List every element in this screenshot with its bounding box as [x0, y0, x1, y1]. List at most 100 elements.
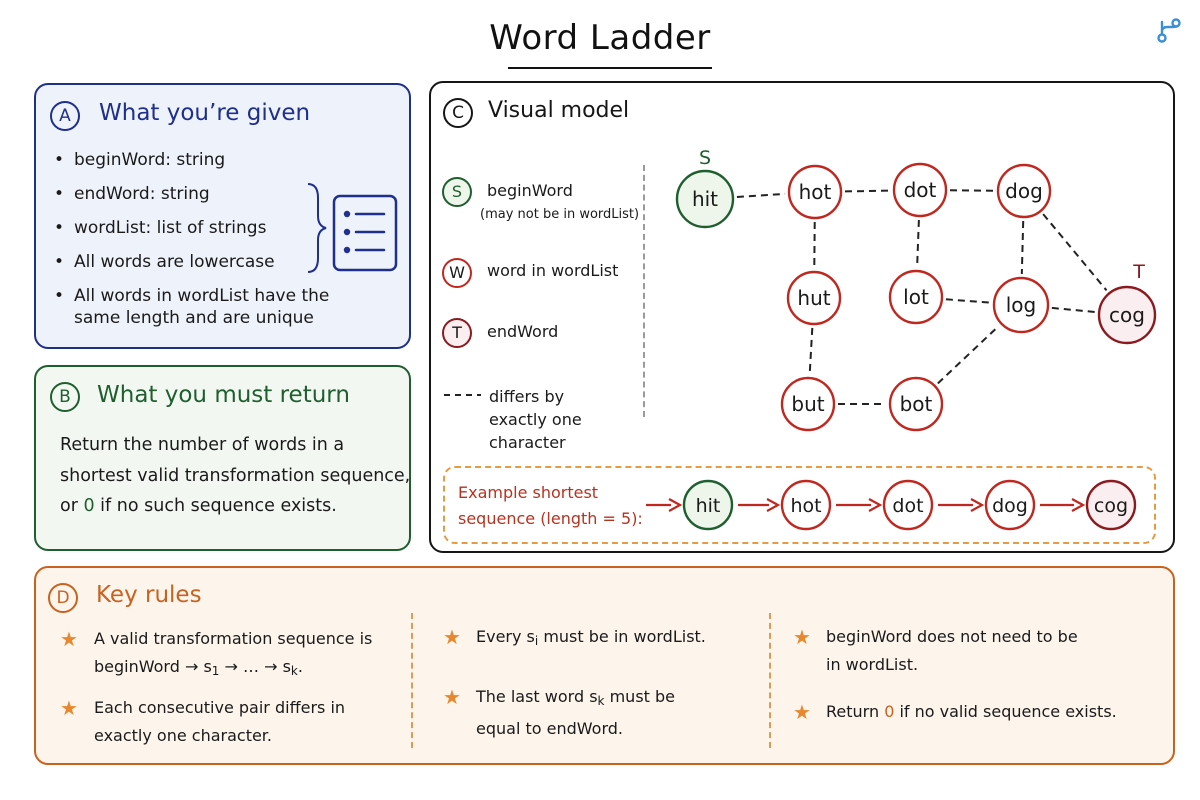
example-node-circle: [984, 479, 1036, 531]
return-description: Return the number of words in a shortest…: [60, 430, 410, 522]
legend-edge-line: exactly one: [489, 410, 582, 429]
graph-node-label: log: [1006, 293, 1037, 317]
subscript: i: [534, 634, 539, 648]
rule-text: The last word s: [476, 687, 598, 706]
list-item-line: same length and are unique: [74, 308, 314, 328]
example-node-label: cog: [1094, 495, 1128, 517]
graph-edge-dog-log: [1020, 220, 1025, 275]
rule-text: Every s: [476, 627, 535, 646]
visual-model-heading: Visual model: [488, 98, 630, 123]
list-item: wordList: list of strings: [52, 217, 329, 239]
rule-line: beginWord does not need to be: [826, 627, 1078, 646]
graph-node-label: hut: [797, 286, 830, 310]
subscript: k: [290, 664, 298, 678]
rule-text: beginWord → s: [94, 657, 212, 676]
graph-node-label: hot: [799, 180, 832, 204]
badge-d: D: [48, 583, 78, 613]
graph-edge-hot-dot: [844, 189, 891, 193]
example-node-circle: [882, 479, 934, 531]
example-node-circle: [682, 479, 734, 531]
graph-node-circle: [780, 376, 836, 432]
legend-word-marker: W: [442, 258, 472, 288]
rule-item: Return 0 if no valid sequence exists.: [826, 698, 1117, 726]
title-underline: [508, 67, 712, 69]
legend-end-label: endWord: [487, 322, 559, 341]
graph-edge-hit-hot: [736, 192, 786, 198]
graph-node-dot: dot: [892, 162, 948, 218]
rule-text: if no valid sequence exists.: [894, 702, 1117, 721]
return-heading: What you must return: [97, 382, 350, 408]
star-icon: ★: [443, 685, 461, 709]
graph-node-hit: hit: [675, 169, 735, 229]
list-icon: [307, 183, 398, 273]
example-node-dog: dog: [984, 479, 1036, 531]
example-node-label: hot: [790, 495, 821, 517]
graph-node-label: but: [791, 392, 824, 416]
badge-b: B: [50, 382, 80, 412]
return-line: or 0 if no such sequence exists.: [60, 491, 410, 522]
graph-node-lot: lot: [888, 269, 944, 325]
graph-node-circle: [888, 269, 944, 325]
rule-text: .: [297, 657, 303, 676]
graph-node-dog: dog: [996, 163, 1052, 219]
list-item-line: All words in wordList have the: [74, 286, 330, 306]
graph-node-circle: [888, 376, 944, 432]
legend-edge-label: differs by exactly one character: [489, 385, 582, 454]
branch-logo-icon: [1157, 18, 1181, 43]
example-node-label: hit: [696, 495, 721, 517]
return-text: if no such sequence exists.: [94, 496, 337, 516]
rule-text: must be: [604, 687, 676, 706]
graph-node-label: cog: [1109, 303, 1145, 327]
page-title: Word Ladder: [489, 18, 711, 58]
key-rules-panel: [34, 566, 1175, 765]
rule-line: Each consecutive pair differs in: [94, 698, 346, 717]
example-node-label: dog: [992, 495, 1028, 517]
star-icon: ★: [793, 700, 811, 724]
graph-node-label: dog: [1005, 179, 1043, 203]
subscript: 1: [211, 664, 220, 678]
rule-line: The last word sk must be: [476, 683, 675, 715]
graph-edge-log-cog: [1051, 306, 1096, 313]
example-node-hot: hot: [780, 479, 832, 531]
badge-c: C: [443, 98, 473, 128]
legend-edge-line: differs by: [489, 387, 565, 406]
example-label: Example shortest sequence (length = 5):: [458, 480, 643, 532]
example-node-label: dot: [892, 495, 923, 517]
example-label-line: sequence (length = 5):: [458, 509, 643, 528]
example-arrow-start-head: [668, 498, 683, 512]
example-arrow-head: [970, 498, 985, 512]
given-list: beginWord: string endWord: string wordLi…: [52, 149, 329, 341]
rule-text: must be in wordList.: [538, 627, 706, 646]
graph-node-circle: [996, 163, 1052, 219]
subscript: k: [597, 694, 605, 708]
graph-node-hut: hut: [786, 270, 842, 326]
graph-node-but: but: [780, 376, 836, 432]
key-rules-heading: Key rules: [96, 582, 202, 608]
graph-node-circle: [786, 270, 842, 326]
graph-edge-dog-cog: [1042, 213, 1108, 292]
example-box: [443, 466, 1156, 544]
graph-edge-lot-log: [945, 298, 991, 304]
rule-item: The last word sk must be equal to endWor…: [476, 683, 675, 743]
star-icon: ★: [793, 625, 811, 649]
rule-line: in wordList.: [826, 655, 919, 674]
star-icon: ★: [60, 627, 78, 651]
graph-node-log: log: [992, 276, 1050, 334]
graph-node-hot: hot: [787, 164, 843, 220]
list-item: All words are lowercase: [52, 251, 329, 273]
rules-divider: [411, 613, 413, 748]
rule-line: Return 0 if no valid sequence exists.: [826, 698, 1117, 726]
graph-node-cog: cog: [1097, 285, 1157, 345]
rule-item: A valid transformation sequence is begin…: [94, 625, 372, 685]
example-node-circle: [1085, 479, 1137, 531]
graph-node-label: lot: [903, 285, 929, 309]
example-arrow-head: [1071, 498, 1086, 512]
example-arrow-head: [868, 498, 883, 512]
graph-node-label: hit: [692, 187, 718, 211]
return-line: shortest valid transformation sequence,: [60, 465, 411, 486]
zero-value: 0: [83, 496, 95, 516]
graph-node-label: bot: [900, 392, 933, 416]
legend-begin-label: beginWord: [487, 181, 573, 200]
graph-node-circle: [787, 164, 843, 220]
